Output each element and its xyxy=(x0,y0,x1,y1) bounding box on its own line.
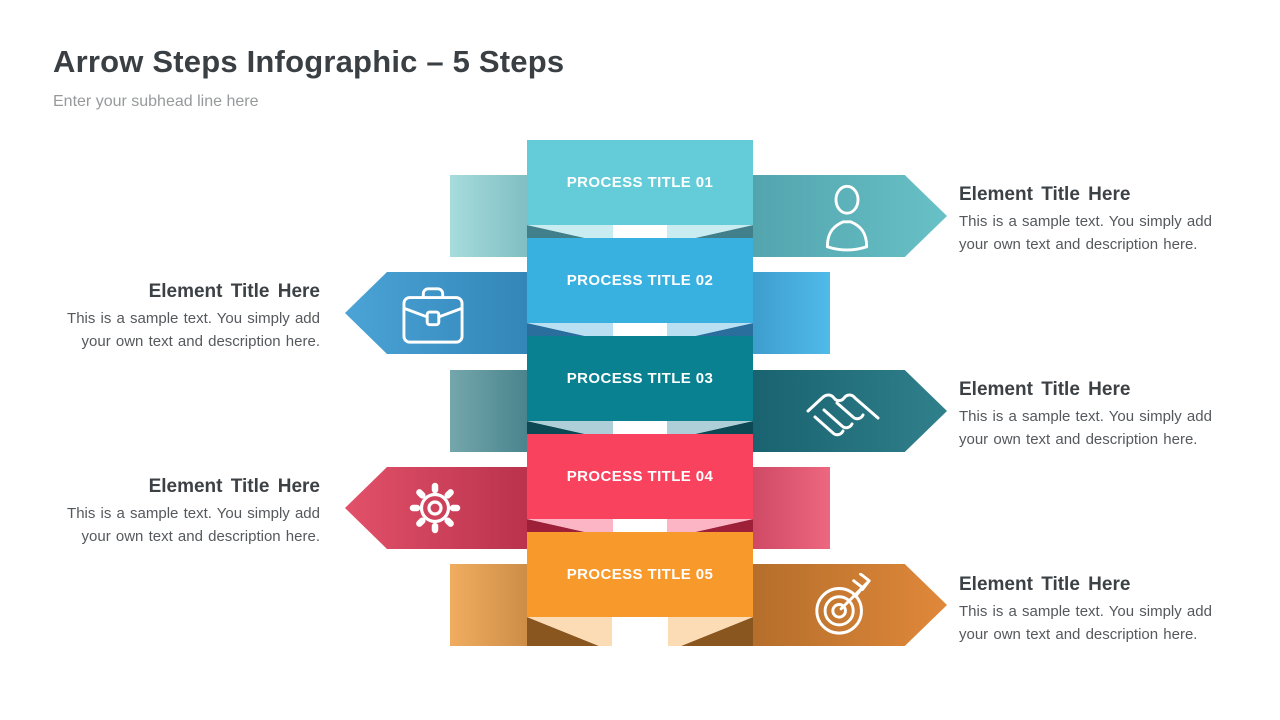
process-title: PROCESS TITLE 05 xyxy=(566,566,714,583)
element-title: Element Title Here xyxy=(148,476,320,497)
fold xyxy=(527,617,753,646)
process-box-2: PROCESS TITLE 02 xyxy=(527,238,753,323)
element-title: Element Title Here xyxy=(148,281,320,302)
process-title: PROCESS TITLE 02 xyxy=(566,272,714,289)
element-description: This is a sample text. You simply add yo… xyxy=(959,213,1212,253)
process-box-5: PROCESS TITLE 05 xyxy=(527,532,753,617)
text-block: Element Title Here This is a sample text… xyxy=(959,184,1235,256)
text-block: Element Title Here This is a sample text… xyxy=(959,379,1235,451)
process-box-4: PROCESS TITLE 04 xyxy=(527,434,753,519)
briefcase-icon xyxy=(402,287,464,344)
fold xyxy=(527,421,753,434)
text-block: Element Title Here This is a sample text… xyxy=(959,574,1235,646)
target-icon xyxy=(815,573,871,635)
page-title: Arrow Steps Infographic – 5 Steps xyxy=(53,44,565,79)
element-description: This is a sample text. You simply add yo… xyxy=(67,310,320,350)
handshake-icon xyxy=(806,393,880,437)
process-title: PROCESS TITLE 04 xyxy=(566,468,714,485)
element-description: This is a sample text. You simply add yo… xyxy=(959,408,1212,448)
fold xyxy=(527,225,753,238)
person-icon xyxy=(825,184,869,252)
element-title: Element Title Here xyxy=(959,379,1131,400)
element-description: This is a sample text. You simply add yo… xyxy=(67,505,320,545)
fold xyxy=(527,323,753,336)
text-block: Element Title Here This is a sample text… xyxy=(44,476,320,548)
process-box-3: PROCESS TITLE 03 xyxy=(527,336,753,421)
process-box-1: PROCESS TITLE 01 xyxy=(527,140,753,225)
page-subtitle: Enter your subhead line here xyxy=(53,93,259,110)
fold xyxy=(527,519,753,532)
process-title: PROCESS TITLE 01 xyxy=(566,174,714,191)
gear-icon xyxy=(409,482,461,534)
element-title: Element Title Here xyxy=(959,574,1131,595)
process-title: PROCESS TITLE 03 xyxy=(566,370,714,387)
element-description: This is a sample text. You simply add yo… xyxy=(959,603,1212,643)
text-block: Element Title Here This is a sample text… xyxy=(44,281,320,353)
element-title: Element Title Here xyxy=(959,184,1131,205)
